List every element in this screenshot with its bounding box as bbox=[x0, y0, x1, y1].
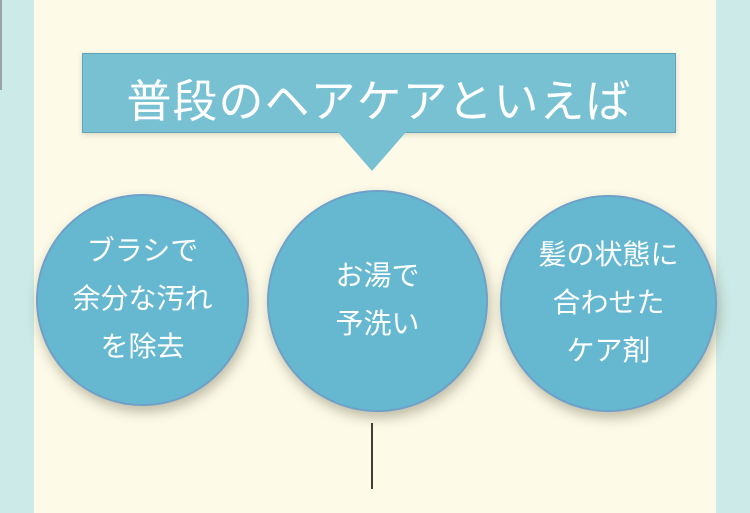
care-step-line: ケア剤 bbox=[566, 335, 651, 367]
banner-title: 普段のヘアケアといえば bbox=[126, 76, 632, 127]
care-step-line: 合わせた bbox=[552, 287, 665, 319]
care-step-bubble-prewash: お湯で 予洗い bbox=[267, 190, 488, 412]
connector-line bbox=[371, 423, 373, 489]
care-step-line: を除去 bbox=[100, 332, 185, 363]
right-accent-bar bbox=[716, 0, 750, 513]
care-step-line: ブラシで bbox=[86, 236, 199, 267]
care-step-label: 髪の状態に 合わせた ケア剤 bbox=[538, 232, 678, 376]
care-step-line: 髪の状態に bbox=[538, 239, 679, 271]
care-step-label: お湯で 予洗い bbox=[335, 253, 419, 349]
care-step-line: 余分な汚れ bbox=[72, 284, 213, 315]
care-step-bubble-care-agent: 髪の状態に 合わせた ケア剤 bbox=[500, 195, 717, 412]
care-step-bubble-brush: ブラシで 余分な汚れ を除去 bbox=[36, 194, 249, 406]
window-edge-artifact bbox=[0, 0, 2, 90]
title-banner: 普段のヘアケアといえば bbox=[82, 53, 676, 171]
left-accent-bar bbox=[0, 0, 34, 513]
care-step-line: お湯で bbox=[335, 261, 420, 292]
banner-pointer-triangle bbox=[337, 131, 407, 171]
care-step-label: ブラシで 余分な汚れ を除去 bbox=[72, 228, 212, 372]
care-step-line: 予洗い bbox=[335, 309, 420, 340]
